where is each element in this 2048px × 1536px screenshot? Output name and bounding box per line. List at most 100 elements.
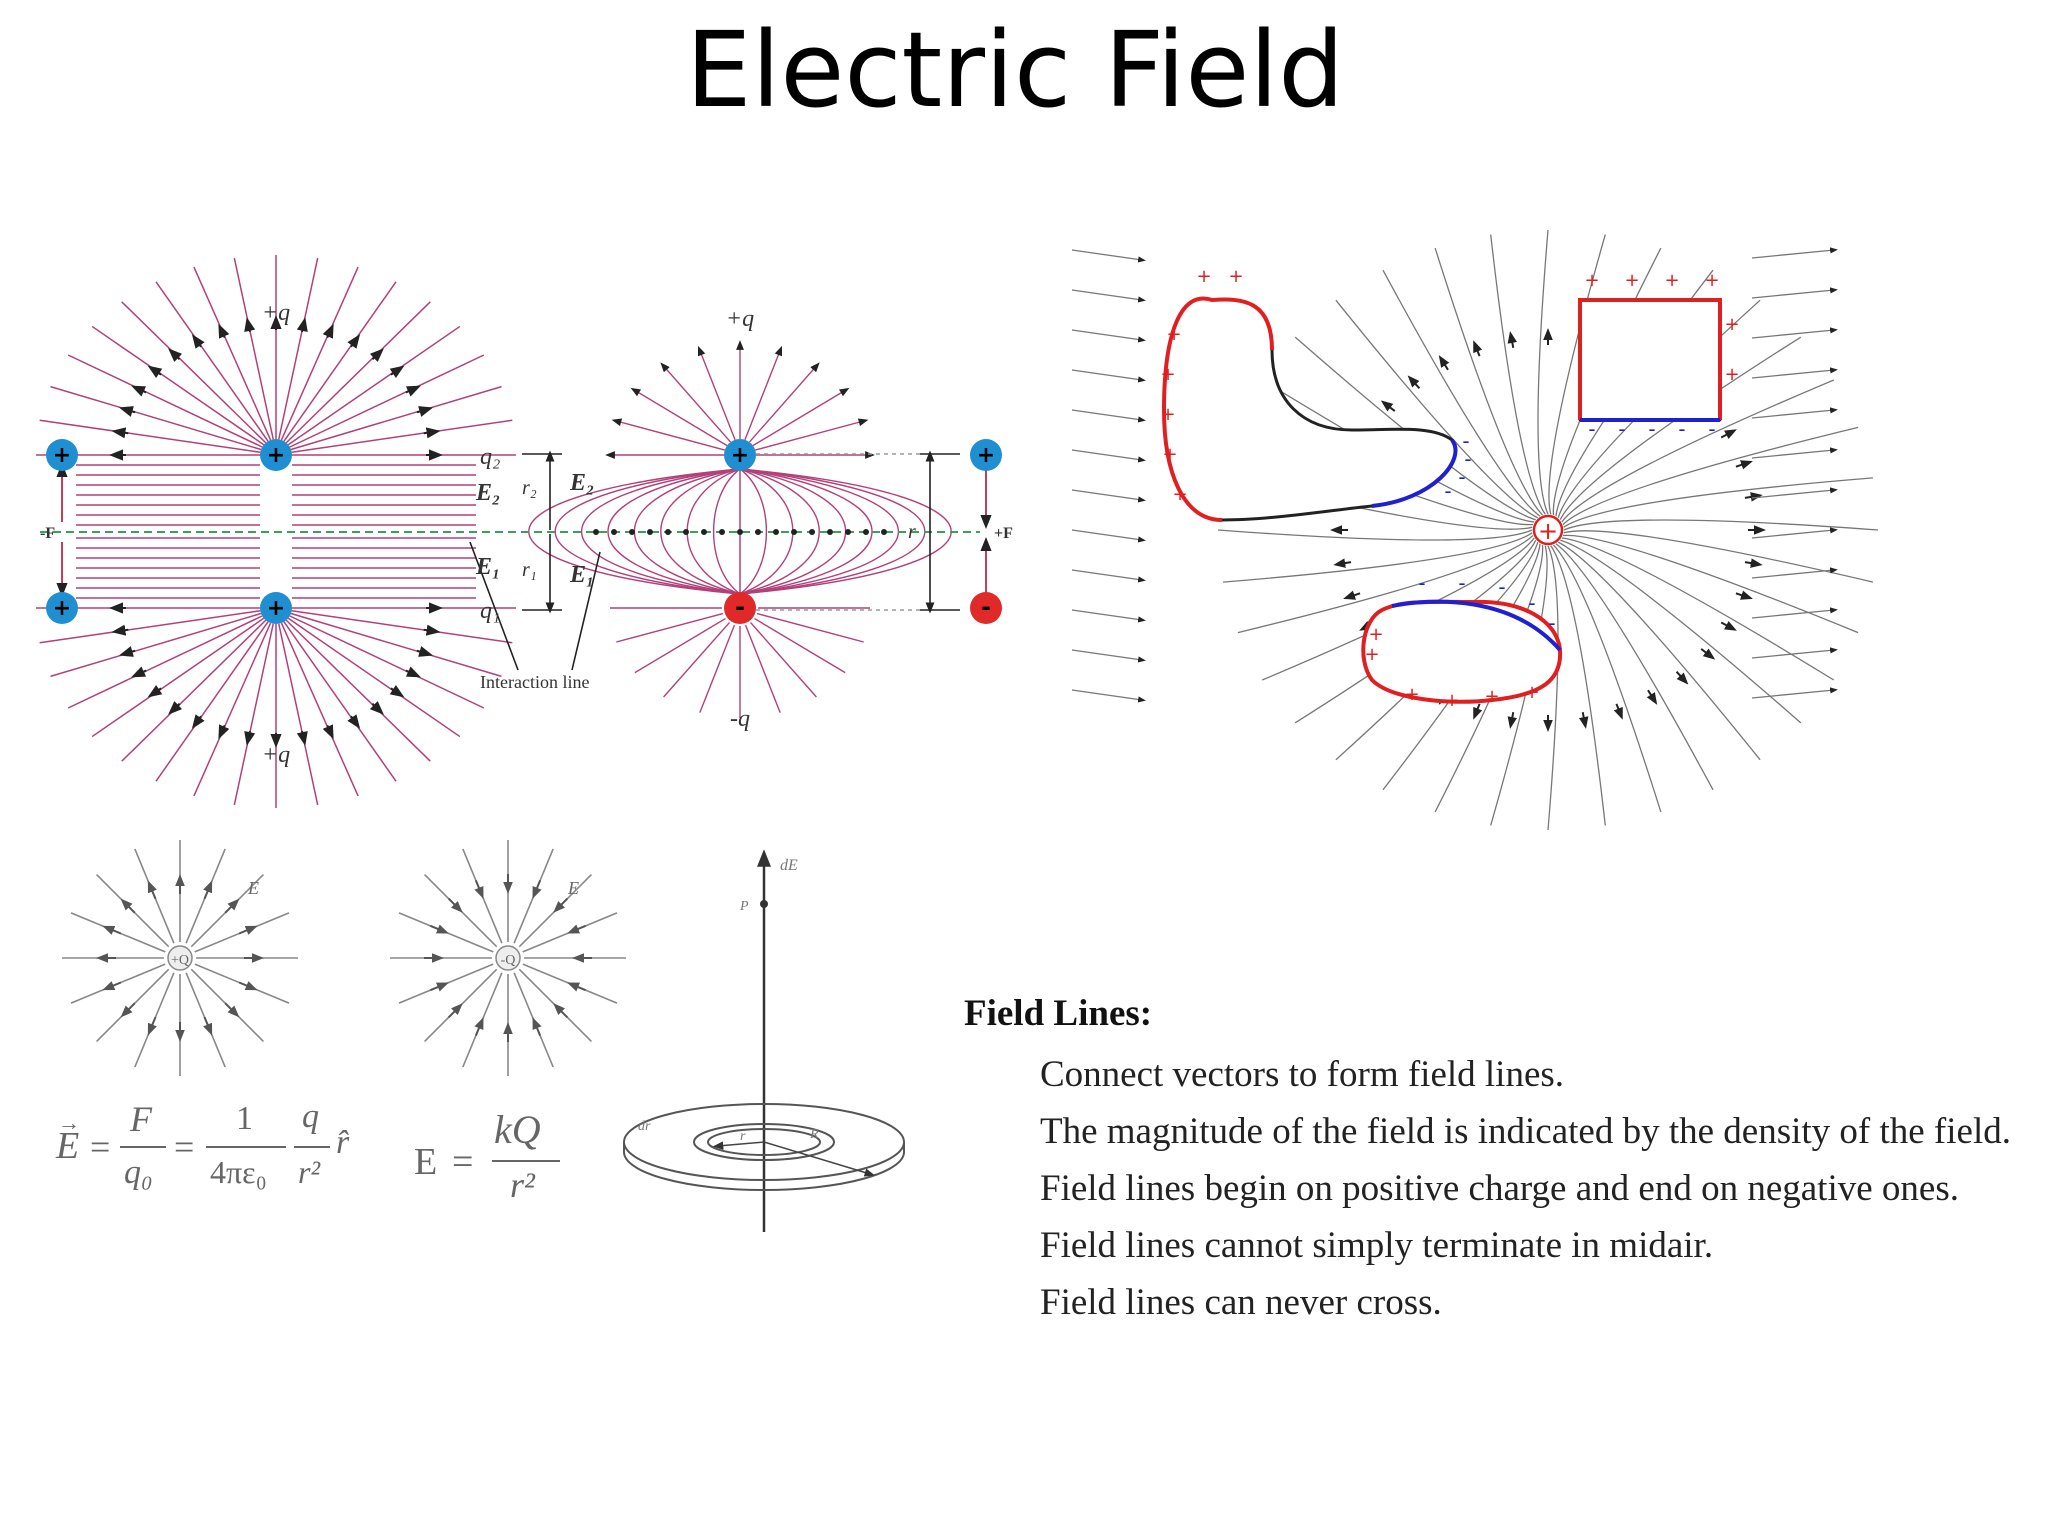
field-line: [518, 968, 593, 1043]
field-line: [1561, 537, 1835, 681]
field-line: [283, 281, 397, 442]
field-line: [713, 468, 741, 595]
field-line: [285, 619, 431, 762]
disk-outer-side: [623, 1142, 905, 1191]
field-line: [1751, 487, 1838, 499]
field-line: [744, 624, 781, 713]
field-arrow: [238, 925, 258, 935]
label-e1-right: E₁: [569, 562, 594, 588]
svg-text:+: +: [731, 443, 749, 468]
field-line: [280, 622, 359, 797]
label-minus-Q: -Q: [501, 953, 516, 968]
field-arrow: [238, 981, 258, 991]
eq1-equals-2: =: [174, 1127, 195, 1167]
label-r2: r₂: [522, 477, 537, 499]
field-crossing-point: [827, 529, 833, 535]
field-line: [748, 362, 820, 443]
field-line: [513, 848, 554, 944]
minus-sign: -: [1678, 417, 1685, 441]
field-line: [1382, 269, 1541, 517]
eq1-denominator-q0: q₀: [124, 1154, 153, 1191]
field-line: [1071, 449, 1146, 463]
field-lines-item: Connect vectors to form field lines.: [1040, 1054, 1565, 1095]
plus-sign: +: [1162, 444, 1177, 465]
minus-sign: -: [1418, 571, 1425, 595]
charge-right-outer-top: +: [970, 439, 1002, 471]
negative-charge-dot: [495, 945, 521, 971]
field-arrow: [532, 880, 542, 899]
field-line: [697, 345, 736, 441]
field-line: [50, 385, 262, 451]
field-arrow: [168, 701, 183, 715]
field-line: [1751, 447, 1838, 459]
field-line: [1490, 234, 1546, 515]
field-arrow: [131, 666, 147, 678]
field-arrow: [1613, 703, 1623, 720]
field-line: [1751, 687, 1838, 699]
field-arrow: [322, 724, 334, 740]
plus-sign: +: [1524, 682, 1539, 703]
field-arrow: [389, 684, 405, 698]
field-line: [39, 419, 261, 453]
charge-right-outer-bottom: -: [970, 592, 1002, 624]
field-arrow: [203, 1016, 213, 1036]
minus-sign: -: [1708, 417, 1715, 441]
charge-dipole-negative: -: [724, 592, 756, 624]
minus-sign: -: [1618, 417, 1625, 441]
field-line: [289, 354, 485, 448]
field-crossing-point: [683, 529, 689, 535]
field-line: [660, 468, 741, 595]
field-line: [1217, 529, 1533, 541]
field-arrow: [296, 317, 308, 333]
surface-charge-signs: +++++++++++++++++++--------------: [1160, 266, 1739, 711]
field-arrow: [218, 724, 230, 740]
label-r: r: [908, 521, 916, 543]
field-line: [1071, 369, 1146, 383]
field-line: [1071, 249, 1146, 263]
plus-sign: +: [1228, 266, 1243, 287]
field-line: [155, 621, 269, 782]
field-arrow: [191, 714, 205, 729]
field-line: [423, 873, 498, 948]
field-line: [121, 619, 267, 762]
field-arrow: [423, 427, 441, 439]
label-dE: dE: [780, 857, 798, 874]
field-arrow: [147, 1016, 157, 1036]
eq2-denominator-r2: r²: [510, 1165, 535, 1205]
field-line: [233, 623, 274, 806]
label-force-left: -F: [40, 525, 55, 542]
charges-field-figure: + + + + + - + - +q +q +q -q q₂ q₁ E₂ E₁ …: [36, 255, 1013, 808]
field-line: [750, 622, 817, 698]
positive-point-charge-field: +Q E: [62, 840, 298, 1076]
svg-text:+: +: [53, 443, 71, 468]
eq1-fraction-bar-2: [206, 1146, 286, 1148]
field-line: [398, 963, 494, 1004]
label-r-small: r: [740, 1129, 746, 1144]
field-arrow: [111, 624, 129, 636]
plus-sign: +: [1172, 484, 1187, 505]
svg-text:+: +: [53, 596, 71, 621]
label-plus-q-top-left: +q: [262, 300, 290, 326]
field-crossing-point: [863, 529, 869, 535]
field-arrow: [147, 880, 157, 900]
field-line: [1563, 477, 1874, 528]
label-interaction-line: Interaction line: [480, 672, 589, 692]
minus-sign: -: [1588, 417, 1595, 441]
label-plus-Q: +Q: [171, 953, 189, 968]
label-plus-q-top-mid: +q: [726, 306, 754, 332]
field-crossing-point: [791, 529, 797, 535]
field-line: [121, 301, 267, 444]
field-line: [291, 419, 513, 453]
field-arrow: [1507, 712, 1518, 729]
field-line: [1751, 287, 1838, 299]
field-line: [1434, 247, 1543, 516]
plus-sign: +: [1584, 270, 1599, 291]
field-line: [1751, 327, 1838, 339]
field-line: [660, 362, 732, 443]
field-line: [616, 612, 724, 643]
charge-dipole-positive: +: [724, 439, 756, 471]
field-line: [287, 325, 461, 446]
field-line: [1550, 545, 1606, 826]
field-arrow: [567, 982, 586, 992]
field-arrow: [168, 348, 183, 362]
